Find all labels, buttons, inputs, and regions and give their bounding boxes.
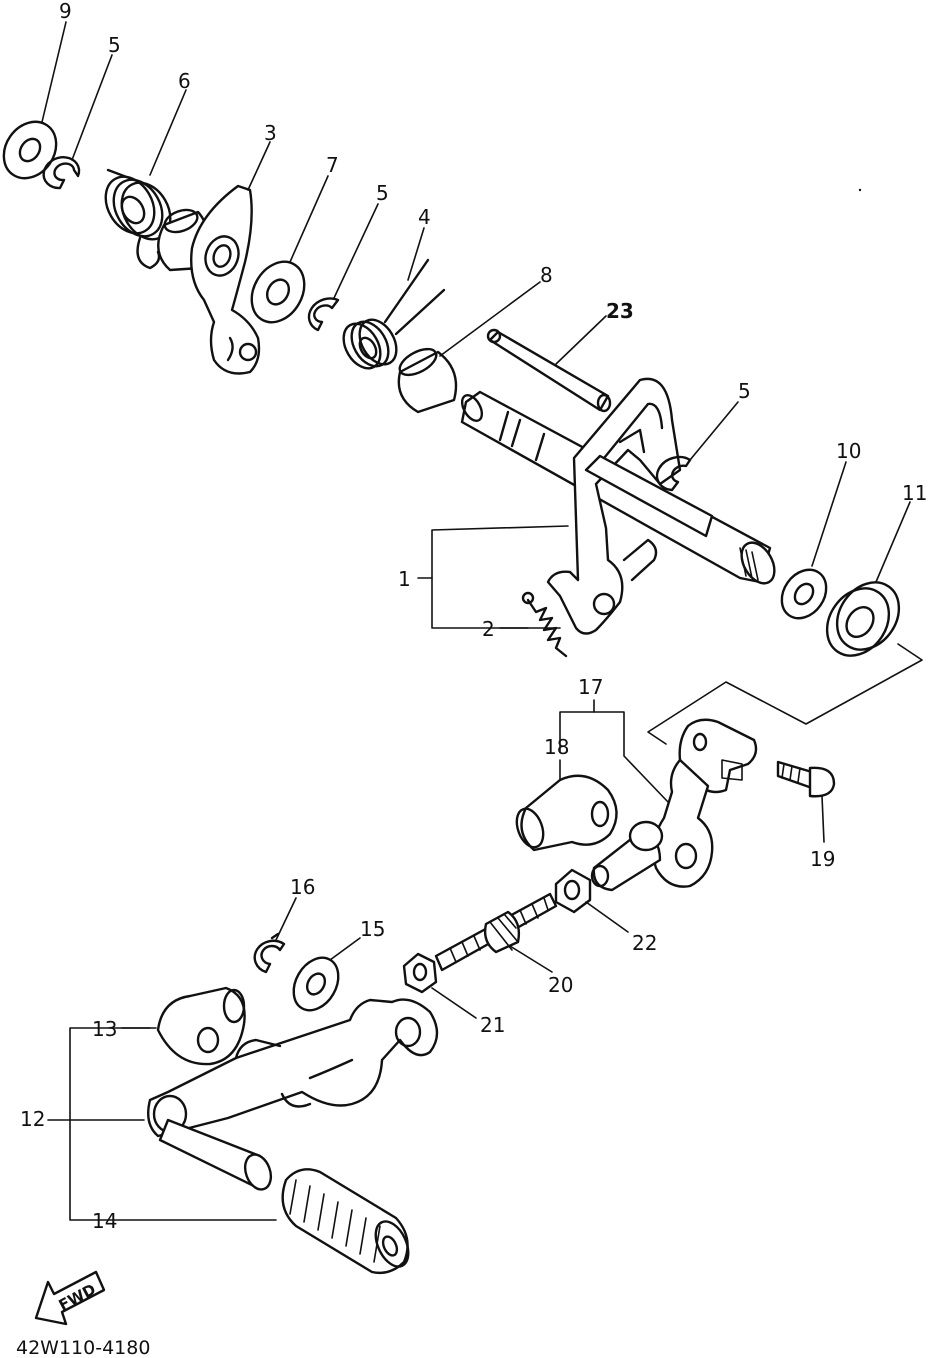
- callout-8: 8: [540, 263, 553, 287]
- callout-13: 13: [92, 1017, 117, 1041]
- part-16-circlip: [253, 932, 286, 974]
- part-14-footrest-rubber: [281, 1168, 410, 1275]
- callout-21: 21: [480, 1013, 505, 1037]
- callout-16: 16: [290, 875, 315, 899]
- bracket-17: [559, 711, 669, 803]
- part-15-washer: [292, 956, 340, 1012]
- part-20-adjuster-rod: [434, 892, 558, 972]
- callout-10: 10: [836, 439, 861, 463]
- callout-5b: 5: [376, 181, 389, 205]
- callout-15: 15: [360, 917, 385, 941]
- part-10-washer: [780, 568, 828, 620]
- part-12-shift-pedal: [147, 998, 439, 1191]
- part-5-circlip-c: [655, 455, 692, 492]
- part-6-spring: [104, 168, 172, 270]
- part-13-joint: [156, 986, 246, 1066]
- part-8-bushing: [397, 347, 458, 414]
- leader-6: [149, 89, 187, 176]
- assembly-link-line: [647, 643, 923, 745]
- callout-6: 6: [178, 69, 191, 93]
- leader-11: [875, 501, 911, 583]
- leader-15: [329, 937, 361, 961]
- part-2-spring: [521, 591, 568, 658]
- callout-2: 2: [482, 617, 495, 641]
- leader-19: [821, 795, 825, 843]
- leader-5a: [71, 54, 113, 161]
- leader-8: [439, 281, 541, 357]
- leader-9: [41, 21, 67, 123]
- part-4-spring: [342, 258, 446, 370]
- callout-9: 9: [59, 0, 72, 23]
- callout-23: 23: [606, 299, 634, 323]
- part-3-shift-arm: [157, 184, 261, 375]
- stray-mark: [858, 188, 862, 192]
- callout-4: 4: [418, 205, 431, 229]
- leader-3: [247, 141, 271, 191]
- callout-5a: 5: [108, 33, 121, 57]
- callout-11: 11: [902, 481, 927, 505]
- part-7-washer: [250, 260, 306, 324]
- leader-20: [509, 945, 553, 973]
- leader-10: [811, 461, 847, 567]
- callout-12: 12: [20, 1107, 45, 1131]
- callout-7: 7: [326, 153, 339, 177]
- part-23-pin: [486, 328, 612, 413]
- callout-22: 22: [632, 931, 657, 955]
- part-21-nut: [402, 952, 438, 994]
- part-17-shift-arm: [590, 718, 758, 892]
- leader-5b: [333, 203, 379, 299]
- leader-16: [275, 897, 297, 941]
- callout-5c: 5: [738, 379, 751, 403]
- drawing-code: 42W110-4180: [16, 1337, 150, 1358]
- leader-21: [431, 987, 477, 1019]
- part-22-nut: [554, 868, 592, 914]
- part-5-circlip-b: [307, 297, 340, 332]
- callout-3: 3: [264, 121, 277, 145]
- leader-5c: [689, 401, 739, 461]
- part-11-oil-seal: [825, 581, 901, 657]
- fwd-arrow-icon: FWD: [34, 1270, 106, 1326]
- leader-4: [407, 227, 425, 281]
- bracket-12: [69, 1027, 277, 1221]
- callout-17: 17: [578, 675, 603, 699]
- leader-22: [585, 901, 629, 933]
- callout-14: 14: [92, 1209, 117, 1233]
- leader-7: [289, 175, 329, 263]
- part-5-circlip-a: [42, 156, 81, 190]
- part-19-bolt: [776, 760, 836, 798]
- bracket-1: [431, 525, 569, 629]
- part-1-shift-shaft: [460, 377, 776, 635]
- leader-23: [555, 315, 607, 365]
- callout-19: 19: [810, 847, 835, 871]
- callout-18: 18: [544, 735, 569, 759]
- part-18-joint: [515, 774, 618, 852]
- callout-20: 20: [548, 973, 573, 997]
- callout-1: 1: [398, 567, 411, 591]
